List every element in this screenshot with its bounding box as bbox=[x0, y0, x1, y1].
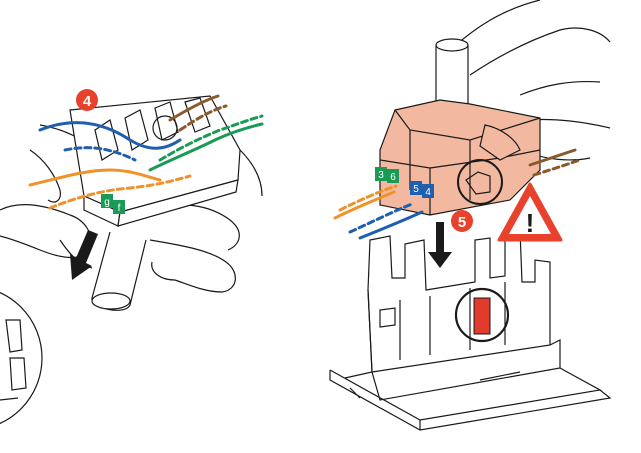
step4-number: 4 bbox=[83, 93, 92, 110]
press-arrow-right bbox=[428, 222, 452, 268]
connector-module bbox=[69, 95, 241, 227]
right-color-codes: 3 6 5 4 bbox=[375, 167, 434, 198]
detail-inset-circle bbox=[0, 291, 43, 425]
right-code-a: 3 bbox=[378, 170, 384, 181]
press-arrow-left bbox=[70, 230, 98, 280]
wires-left bbox=[28, 94, 264, 210]
right-code-b: 6 bbox=[390, 172, 396, 183]
step5-badge: 5 bbox=[451, 210, 473, 232]
left-color-codes: g f bbox=[101, 194, 125, 214]
step5-number: 5 bbox=[458, 214, 466, 231]
left-code-b: f bbox=[118, 203, 121, 214]
step4-badge: 4 bbox=[76, 89, 98, 111]
left-code-a: g bbox=[104, 197, 110, 208]
step4-illustration bbox=[0, 95, 263, 425]
right-code-d: 4 bbox=[425, 187, 431, 198]
right-code-c: 5 bbox=[413, 184, 419, 195]
rj45-connector-body bbox=[379, 99, 541, 216]
warning-mark: ! bbox=[526, 208, 535, 238]
red-latch bbox=[473, 297, 491, 335]
wires-right bbox=[333, 148, 582, 240]
latch-detail-circle bbox=[457, 159, 503, 205]
tool-sleeve bbox=[91, 231, 147, 311]
warning-triangle-icon: ! bbox=[497, 182, 563, 242]
jack-housing bbox=[329, 229, 612, 431]
housing-latch-circle bbox=[454, 287, 510, 343]
